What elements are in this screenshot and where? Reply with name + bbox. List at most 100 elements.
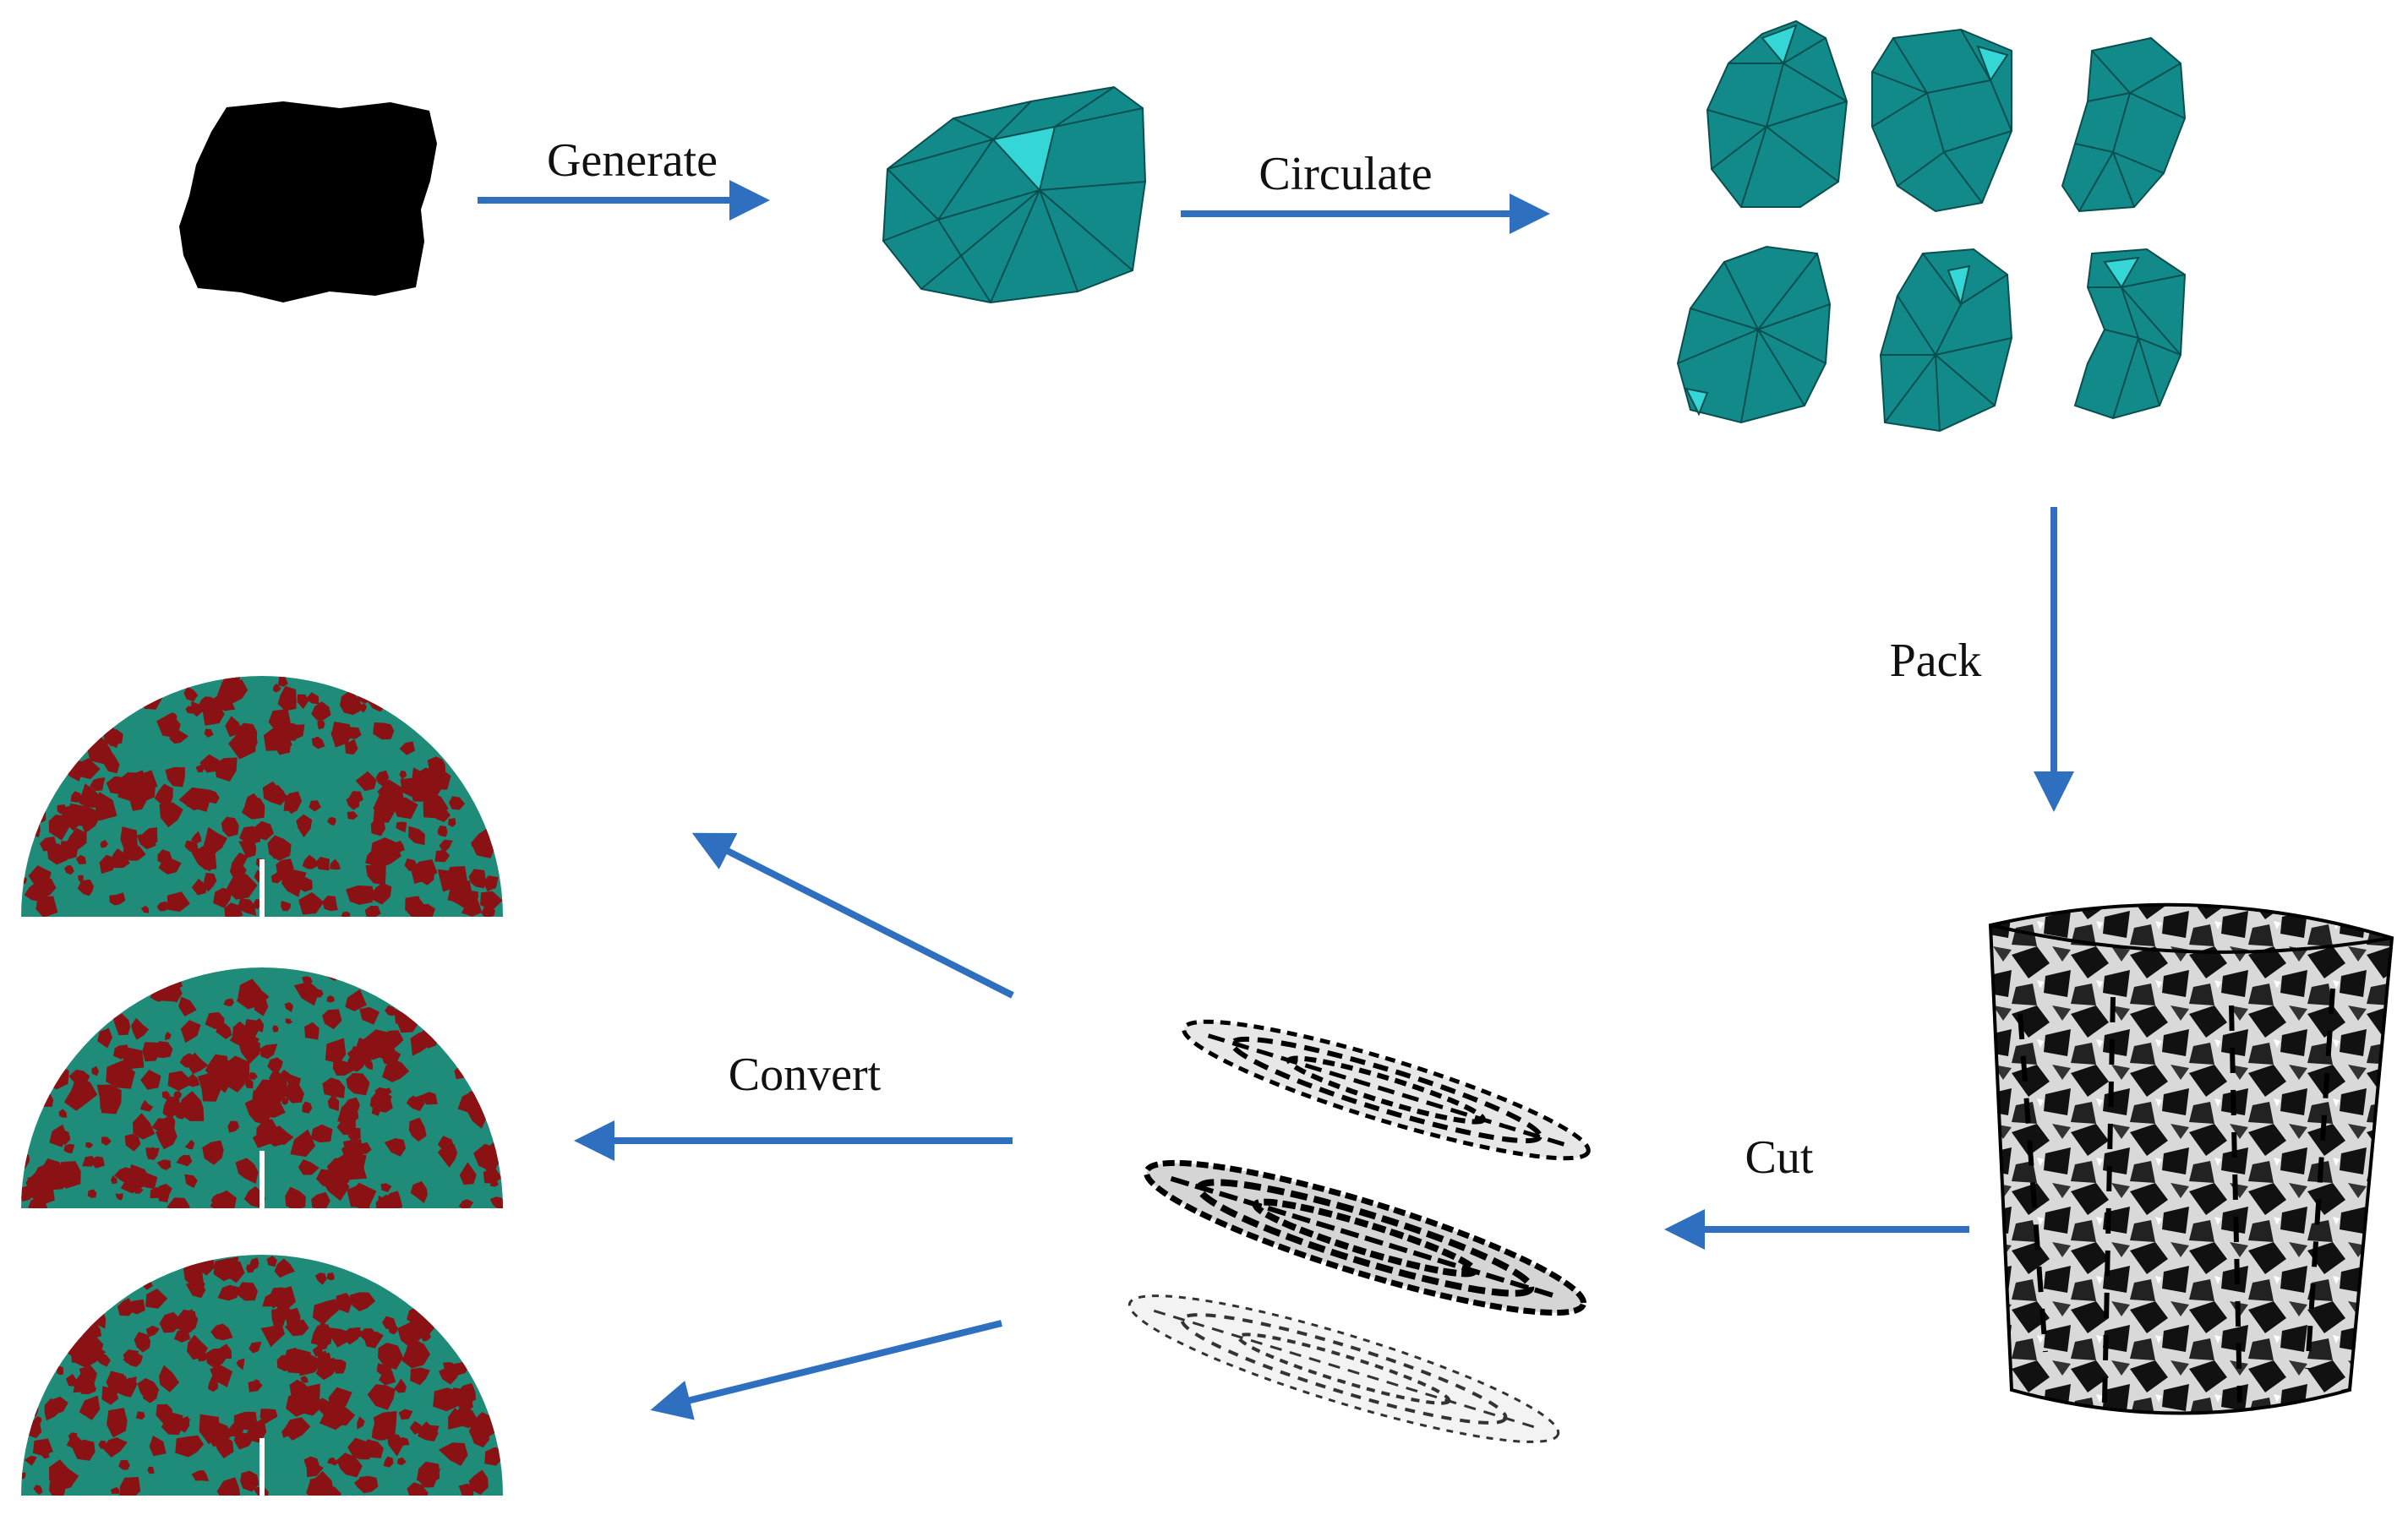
- aggregate-piece: [208, 1376, 219, 1392]
- aggregate-piece: [205, 1011, 225, 1029]
- aggregate-piece: [396, 821, 407, 833]
- aggregate-piece: [226, 874, 258, 900]
- aggregate-piece: [187, 1073, 200, 1087]
- aggregate-piece: [21, 1121, 32, 1140]
- aggregate-piece: [159, 1311, 180, 1333]
- aggregate-piece: [345, 738, 358, 755]
- aggregate-piece: [182, 1417, 190, 1426]
- aggregate-piece: [90, 777, 106, 792]
- aggregate-piece: [180, 1020, 201, 1044]
- aggregate-piece: [223, 998, 234, 1006]
- aggregate-piece: [353, 1182, 367, 1196]
- aggregate-piece: [179, 1053, 201, 1068]
- aggregate-piece: [117, 1424, 127, 1432]
- aggregate-piece: [77, 1013, 89, 1023]
- aggregate-piece: [27, 1402, 39, 1417]
- aggregate-piece: [156, 712, 181, 738]
- aggregate-piece: [468, 771, 481, 784]
- aggregate-piece: [347, 1127, 361, 1142]
- aggregate-piece: [191, 878, 207, 896]
- aggregate-piece: [438, 1442, 468, 1466]
- aggregate-piece: [357, 687, 375, 704]
- aggregate-piece: [242, 1033, 259, 1052]
- aggregate-piece: [415, 967, 434, 980]
- aggregate-piece: [472, 1255, 482, 1259]
- aggregate-piece: [370, 882, 392, 905]
- aggregate-piece: [253, 899, 262, 910]
- aggregate-piece: [216, 1023, 232, 1039]
- aggregate-piece: [204, 728, 214, 738]
- aggregate-piece: [326, 995, 335, 1003]
- aggregate-piece: [336, 1452, 363, 1478]
- aggregate-piece: [478, 844, 486, 853]
- aggregate-piece: [173, 1091, 183, 1099]
- aggregate-piece: [436, 722, 456, 747]
- aggregate-piece: [101, 1136, 112, 1146]
- aggregate-piece: [35, 1042, 63, 1063]
- aggregate-piece: [124, 1133, 141, 1152]
- aggregate-piece: [183, 686, 199, 702]
- aggregate-piece: [410, 1180, 428, 1203]
- particle-shape-3: [2061, 36, 2187, 213]
- aggregate-piece: [419, 978, 436, 994]
- aggregate-piece: [268, 708, 291, 738]
- semicircle-specimen-1: [21, 676, 503, 917]
- aggregate-piece: [467, 1332, 474, 1341]
- aggregate-piece: [335, 1293, 353, 1314]
- aggregate-piece: [369, 1088, 392, 1111]
- aggregate-piece: [484, 745, 503, 774]
- aggregate-piece: [325, 1038, 347, 1064]
- aggregate-piece: [28, 1320, 40, 1332]
- aggregate-piece: [489, 767, 503, 783]
- aggregate-piece: [376, 1036, 396, 1053]
- aggregate-piece: [338, 1332, 346, 1340]
- circulated-particles: [1676, 19, 2187, 433]
- aggregate-piece: [276, 858, 294, 881]
- aggregate-piece: [183, 1260, 204, 1287]
- aggregate-piece: [99, 854, 119, 875]
- aggregate-piece: [80, 982, 93, 994]
- aggregate-piece: [59, 700, 87, 724]
- aggregate-piece: [296, 814, 313, 838]
- aggregate-piece: [487, 989, 503, 1022]
- aggregate-piece: [35, 980, 66, 1005]
- aggregate-piece: [65, 828, 87, 854]
- aggregate-piece: [214, 757, 238, 782]
- aggregate-piece: [221, 816, 239, 837]
- aggregate-piece: [371, 1425, 386, 1441]
- aggregate-piece: [401, 676, 421, 690]
- aggregate-piece: [63, 1076, 98, 1111]
- aggregate-piece: [109, 892, 126, 906]
- aggregate-piece: [452, 1305, 464, 1314]
- aggregate-piece: [314, 1272, 327, 1285]
- aggregate-piece: [309, 800, 321, 812]
- aggregate-piece: [96, 1351, 111, 1367]
- aggregate-piece: [359, 1006, 380, 1025]
- aggregate-piece: [156, 901, 172, 912]
- aggregate-piece: [300, 1376, 309, 1383]
- aggregate-piece: [112, 967, 136, 988]
- arrow-to-top: [691, 832, 1014, 999]
- aggregate-piece: [363, 1057, 373, 1066]
- aggregate-piece: [397, 1457, 407, 1466]
- aggregate-piece: [112, 1013, 131, 1036]
- aggregate-piece: [238, 978, 263, 1005]
- aggregate-piece: [22, 1343, 35, 1360]
- aggregate-piece: [410, 1485, 429, 1496]
- particle-shape-4: [1676, 245, 1832, 424]
- aggregate-piece: [106, 1060, 135, 1089]
- aggregate-piece: [358, 1328, 380, 1347]
- aggregate-piece: [227, 1120, 240, 1133]
- aggregate-piece: [57, 724, 74, 744]
- aggregate-piece: [315, 1357, 338, 1381]
- label-cut: Cut: [1745, 1131, 1814, 1184]
- aggregate-piece: [28, 1197, 49, 1208]
- aggregate-piece: [76, 1376, 96, 1395]
- aggregate-piece: [439, 839, 453, 853]
- aggregate-piece: [437, 869, 463, 892]
- aggregate-piece: [472, 678, 483, 689]
- aggregate-piece: [386, 1433, 405, 1457]
- aggregate-piece: [48, 1396, 68, 1417]
- aggregate-piece: [147, 676, 169, 694]
